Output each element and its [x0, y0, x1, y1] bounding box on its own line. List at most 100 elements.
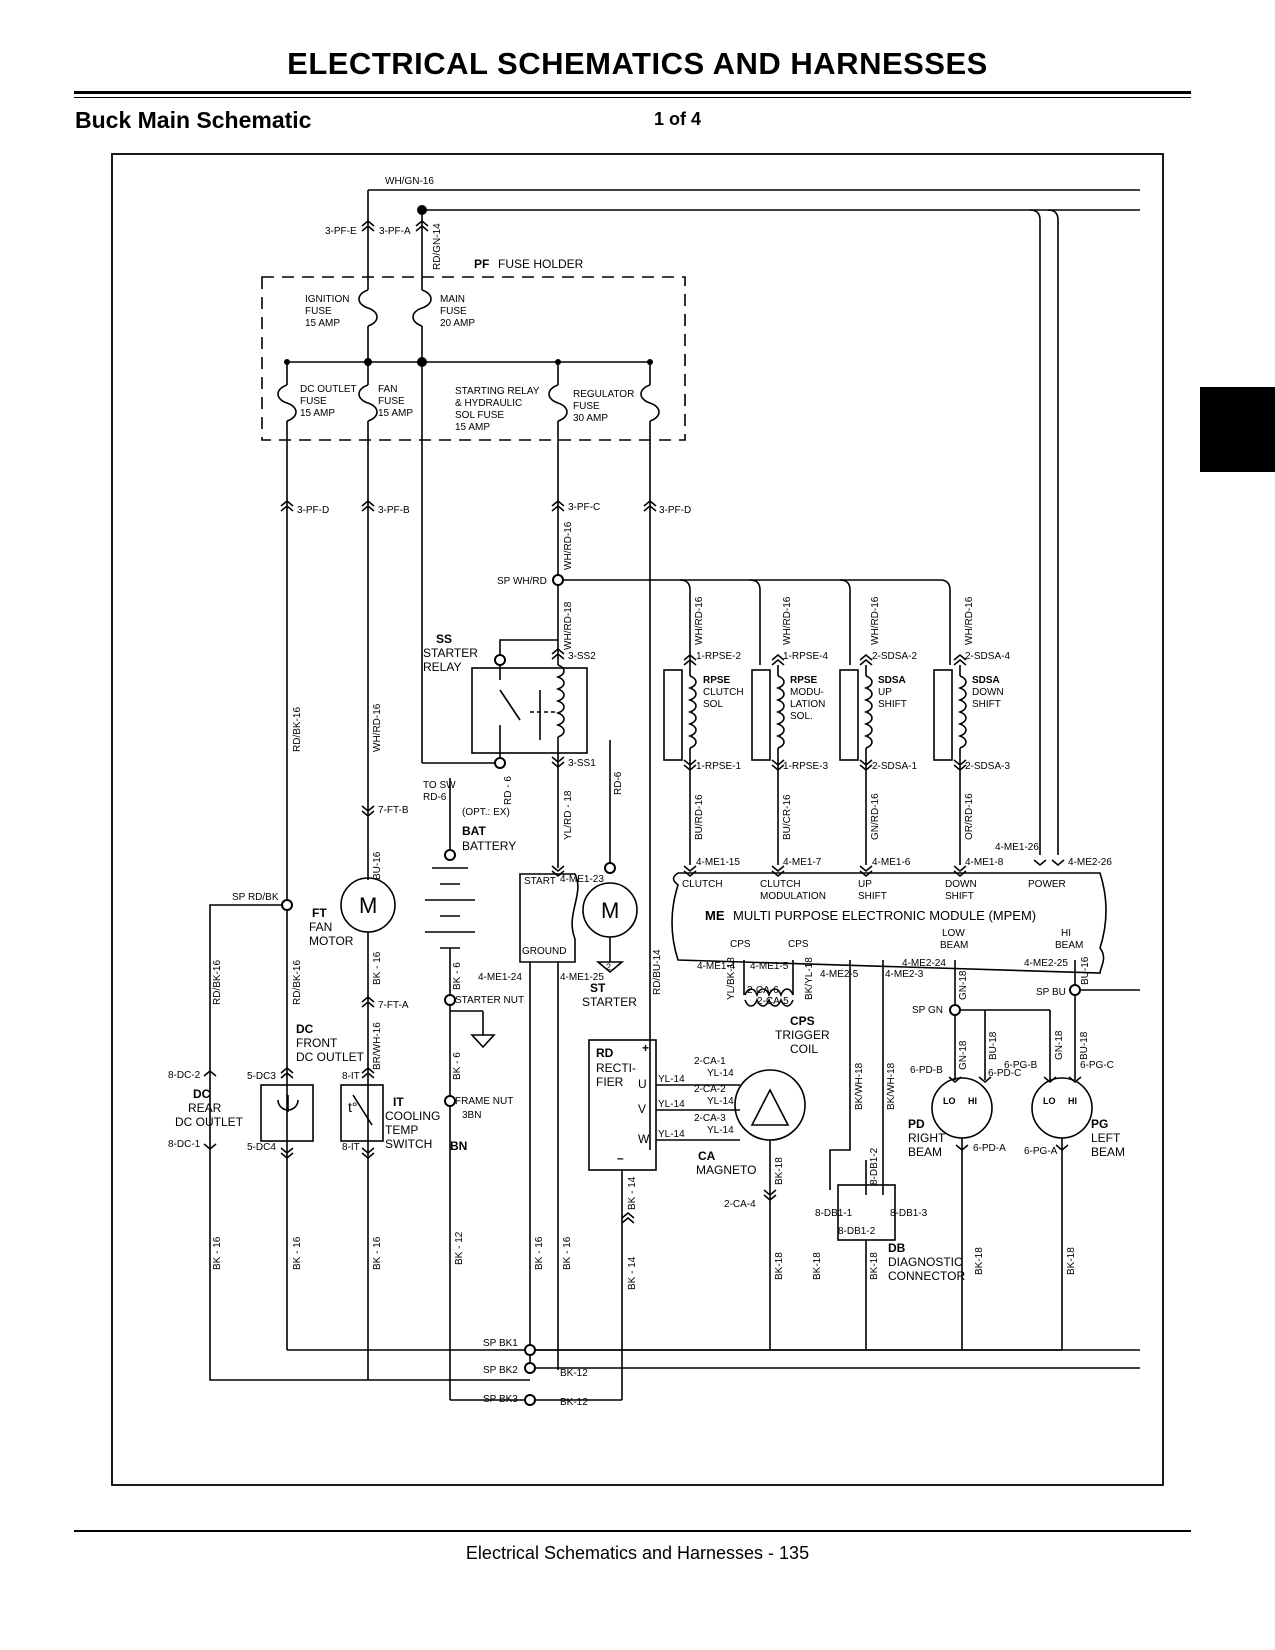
conn-label: 6-PG-B	[1004, 1060, 1038, 1071]
me-pin-up-1: UP	[858, 879, 872, 890]
sdsa2-l1: DOWN	[972, 687, 1004, 698]
fan-fuse-l3: 15 AMP	[378, 408, 413, 419]
rpse1-l2: SOL	[703, 699, 723, 710]
splice-label: SP BK2	[483, 1365, 518, 1376]
db-l1: DIAGNOSTIC	[888, 1255, 963, 1269]
pd-lo: LO	[943, 1096, 956, 1106]
pf-code: PF	[474, 257, 489, 271]
conn-label: 4-ME1-5	[750, 961, 789, 972]
conn-label: 1-RPSE-1	[696, 761, 741, 772]
wire-label: BK - 6	[452, 962, 463, 990]
diagram-frame	[111, 153, 1164, 1486]
conn-label: 1-RPSE-4	[783, 651, 828, 662]
me-pin-low-1: LOW	[942, 928, 965, 939]
wire-label: RD/GN-14	[432, 223, 443, 270]
wire-label: BR/WH-16	[372, 1022, 383, 1070]
wire-power-bus2	[1047, 209, 1059, 855]
wire-label: BK-18	[869, 1252, 880, 1280]
rd-l2: FIER	[596, 1075, 624, 1089]
wire-rdbk16-rear	[209, 904, 530, 1381]
wire-label: GN-18	[958, 1040, 969, 1070]
regulator-fuse-symbol	[640, 384, 660, 422]
header-rule-thick	[74, 91, 1191, 94]
conn-label: 3-PF-C	[568, 502, 600, 513]
bn-3: 3BN	[462, 1110, 481, 1121]
st-code: ST	[590, 981, 606, 995]
wire-power-bus1	[1029, 209, 1041, 855]
conn-label: 6-PG-A	[1024, 1146, 1058, 1157]
wire-label: WH/RD-18	[563, 601, 574, 650]
dc-fuse-l1: DC OUTLET	[300, 384, 357, 395]
rd-v: V	[638, 1102, 646, 1116]
starter-2: 2	[606, 962, 611, 972]
wire-label: RD - 6	[503, 776, 514, 805]
ignition-fuse-l1: IGNITION	[305, 294, 349, 305]
db-code: DB	[888, 1241, 906, 1255]
starter-relay-body	[471, 667, 588, 754]
wire-label: BU-16	[1080, 956, 1091, 985]
reg-fuse-l2: FUSE	[573, 401, 600, 412]
ignition-fuse-l2: FUSE	[305, 306, 332, 317]
header-rule-thin	[74, 97, 1191, 98]
bn-code: BN	[450, 1139, 467, 1153]
sdsa-down-shift-body	[933, 669, 953, 761]
pd-code: PD	[908, 1117, 925, 1131]
main-fuse-l3: 20 AMP	[440, 318, 475, 329]
wire-label: BU-18	[1079, 1031, 1090, 1060]
me-pin-clutchmod-2: MODULATION	[760, 891, 826, 902]
wire-label: WH/RD-16	[694, 596, 705, 645]
splice-label: SP GN	[912, 1005, 943, 1016]
me-pin-cps2: CPS	[788, 939, 809, 950]
section-title: Buck Main Schematic	[75, 107, 312, 133]
conn-label: 2-CA-1	[694, 1056, 726, 1067]
conn-label: 3-PF-D	[659, 505, 691, 516]
conn-label: 4-ME1-15	[696, 857, 740, 868]
ft-l2: MOTOR	[309, 934, 354, 948]
sdsa2-l2: SHIFT	[972, 699, 1001, 710]
cps-l1: TRIGGER	[775, 1028, 830, 1042]
sdsa1-code: SDSA	[878, 675, 906, 686]
me-pin-clutchmod-1: CLUTCH	[760, 879, 801, 890]
wire-label: RD/BK-16	[292, 960, 303, 1005]
ft-l1: FAN	[309, 920, 332, 934]
me-text: MULTI PURPOSE ELECTRONIC MODULE (MPEM)	[733, 908, 1036, 923]
cooling-temp-switch-body	[340, 1084, 384, 1142]
conn-label: 8-DB1-3	[890, 1208, 928, 1219]
rpse2-l2: LATION	[790, 699, 825, 710]
ground-label: GROUND	[522, 946, 566, 957]
conn-label: 4-ME2-5	[820, 969, 859, 980]
conn-label: 1-RPSE-3	[783, 761, 828, 772]
pg-lo: LO	[1043, 1096, 1056, 1106]
conn-label: 4-ME2-25	[1024, 958, 1068, 969]
st-l1: STARTER	[582, 995, 637, 1009]
wire-label: BK-18	[974, 1247, 985, 1275]
it-l2: TEMP	[385, 1123, 418, 1137]
fan-motor-m: M	[359, 893, 377, 918]
bat-l1: BATTERY	[462, 839, 516, 853]
wire-label: BU/CR-16	[782, 794, 793, 840]
start-label: START	[524, 876, 556, 887]
wire-label: WH/RD-16	[870, 596, 881, 645]
pd-hi: HI	[968, 1096, 977, 1106]
wire-label: BK - 16	[372, 951, 383, 985]
wire-label: WH/RD-16	[964, 596, 975, 645]
rd-w: W	[638, 1132, 650, 1146]
wire-label: BK - 14	[627, 1176, 638, 1210]
conn-label: 6-PD-C	[988, 1068, 1021, 1079]
rd-plus: +	[642, 1041, 649, 1055]
wire-label: BU-16	[372, 851, 383, 880]
conn-label: 8-DC-2	[168, 1070, 201, 1081]
pd-l2: BEAM	[908, 1145, 942, 1159]
ignition-fuse-symbol	[358, 289, 378, 327]
me-pin-clutch: CLUTCH	[682, 879, 723, 890]
wire-label: BK - 6	[452, 1052, 463, 1080]
conn-label: 4-ME2-26	[1068, 857, 1112, 868]
wire-label: BK - 16	[372, 1236, 383, 1270]
conn-label: 2-CA-5	[757, 996, 789, 1007]
conn-label: 4-ME1-24	[478, 972, 522, 983]
wire-label: BK/WH-18	[886, 1062, 897, 1110]
conn-label: FRAME NUT	[455, 1096, 513, 1107]
wire-label: WH/RD-16	[563, 521, 574, 570]
rpse2-code: RPSE	[790, 675, 818, 686]
